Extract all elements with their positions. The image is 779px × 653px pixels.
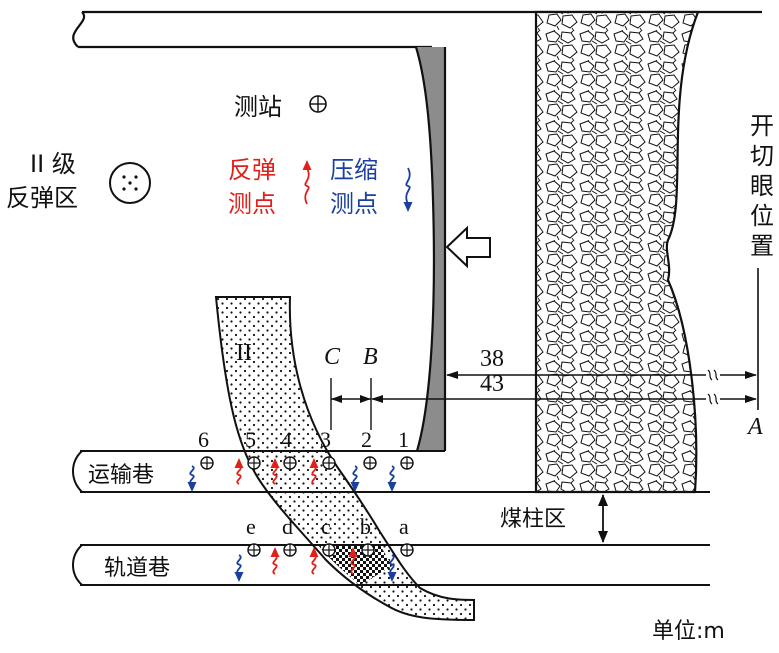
zone-II-band [214, 296, 475, 622]
haulage-point-1 [400, 456, 414, 470]
station-label: 测站 [234, 93, 282, 121]
unit-label: 单位:m [652, 619, 725, 644]
dim-38-label: 38 [480, 346, 504, 372]
face-boundary [414, 46, 436, 452]
dimension-43 [371, 393, 757, 405]
advance-direction-arrow [445, 225, 491, 269]
legend-rebound-line2: 测点 [228, 190, 276, 218]
track-arrow-e [234, 554, 244, 582]
haulage-arrow-4 [270, 458, 280, 485]
legend-arrows [302, 160, 413, 212]
face-support-shade [416, 47, 445, 451]
track-point-a [400, 543, 414, 557]
haulage-road-label: 运输巷 [88, 463, 154, 488]
legend-rebound-arrow [302, 160, 312, 205]
cut-char-2: 切 [750, 142, 774, 170]
legend-compress-line2: 测点 [330, 190, 378, 218]
legend-compress-arrow [403, 167, 413, 212]
point-C-label: C [324, 344, 341, 370]
zone-II-legend-symbol [109, 162, 151, 204]
haulage-point-label-1: 1 [398, 427, 409, 452]
haulage-point-2 [363, 456, 377, 470]
haulage-roadway [72, 450, 710, 493]
haulage-point-label-6: 6 [198, 427, 209, 452]
haulage-arrow-5 [234, 458, 244, 485]
cut-char-3: 眼 [750, 172, 774, 200]
haulage-point-label-2: 2 [361, 427, 372, 452]
zone-label-line1: II 级 [30, 150, 76, 178]
track-point-label-b: b [360, 514, 371, 539]
cut-char-4: 位 [750, 202, 774, 230]
haulage-point-5 [247, 456, 261, 470]
track-point-label-c: c [321, 514, 331, 539]
track-roadway [72, 544, 710, 586]
dim-43-label: 43 [480, 371, 504, 397]
haulage-point-label-3: 3 [320, 427, 331, 452]
cut-position-label: 开 切 眼 位 置 [750, 112, 774, 260]
zone-II-roman: II [236, 340, 252, 366]
gob-area [534, 10, 700, 494]
track-point-label-d: d [282, 514, 293, 539]
haulage-arrow-2 [350, 465, 360, 492]
track-road-label: 轨道巷 [104, 556, 170, 581]
track-point-b [361, 543, 375, 557]
zone-label-line2: 反弹区 [6, 184, 78, 212]
haulage-point-3 [322, 456, 336, 470]
pillar-width-arrow [598, 494, 608, 543]
point-A-label: A [746, 414, 763, 440]
track-arrow-a [387, 554, 397, 582]
track-point-e [247, 543, 261, 557]
cut-char-5: 置 [750, 232, 774, 260]
haulage-arrow-1 [387, 465, 397, 492]
haulage-arrow-3 [309, 458, 319, 485]
track-point-label-a: a [399, 514, 409, 539]
pillar-zone-label: 煤柱区 [500, 507, 566, 532]
track-arrow-c [309, 547, 319, 575]
point-B-label: B [363, 344, 378, 370]
track-arrow-b [348, 547, 358, 575]
haulage-point-6 [200, 456, 214, 470]
cut-char-1: 开 [750, 112, 774, 140]
haulage-point-label-4: 4 [281, 427, 292, 452]
haulage-arrow-6 [187, 465, 197, 492]
track-point-d [283, 543, 297, 557]
haulage-point-4 [283, 456, 297, 470]
dimension-38 [446, 369, 757, 381]
track-point-c [322, 543, 336, 557]
cb-dimension [330, 378, 372, 430]
track-arrow-d [270, 547, 280, 575]
legend-rebound-line1: 反弹 [228, 156, 276, 184]
track-point-label-e: e [246, 514, 256, 539]
haulage-point-label-5: 5 [245, 427, 256, 452]
legend-compress-line1: 压缩 [330, 156, 378, 184]
survey-station-symbol [309, 95, 327, 113]
